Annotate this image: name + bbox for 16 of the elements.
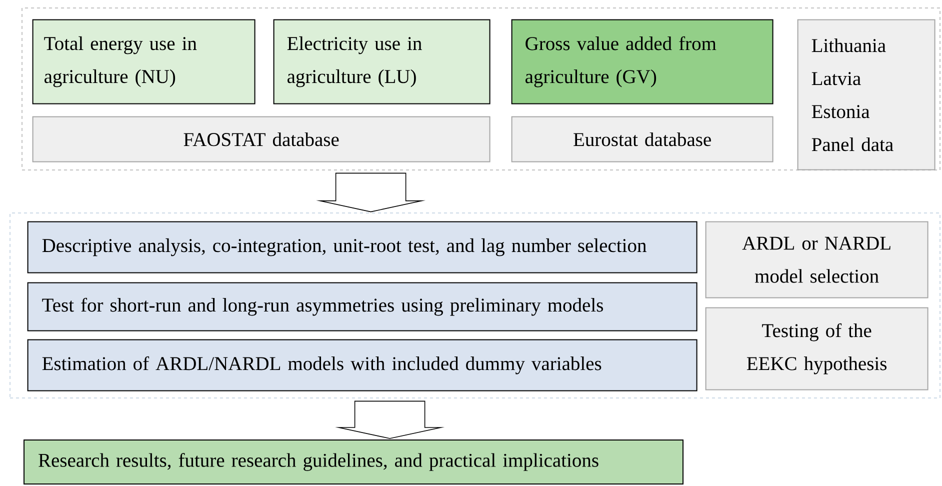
dashed-frame [22,8,940,170]
step-box: Descriptive analysis, co-integration, unit-root test, and lag number selection [27,221,698,274]
source-box: Eurostat database [511,116,774,162]
data-box: Gross value added from agriculture (GV) [511,19,774,104]
data-box: Total energy use in agriculture (NU) [32,19,256,104]
method-box: Testing of the EEKC hypothesis [705,307,928,390]
result-box: Research results, future research guidelines, and practical implications [24,439,684,484]
data-box: Electricity use in agriculture (LU) [273,19,490,104]
step-box: Test for short-run and long-run asymmetries using preliminary models [27,282,698,332]
source-box: FAOSTAT database [32,116,490,162]
method-box: ARDL or NARDL model selection [705,221,928,298]
block-arrow [335,400,445,439]
dashed-frame [10,212,940,398]
country-box: Lithuania Latvia Estonia Panel data [797,19,936,170]
step-box: Estimation of ARDL/NARDL models with included dummy variables [27,339,698,392]
block-arrow [316,172,426,212]
